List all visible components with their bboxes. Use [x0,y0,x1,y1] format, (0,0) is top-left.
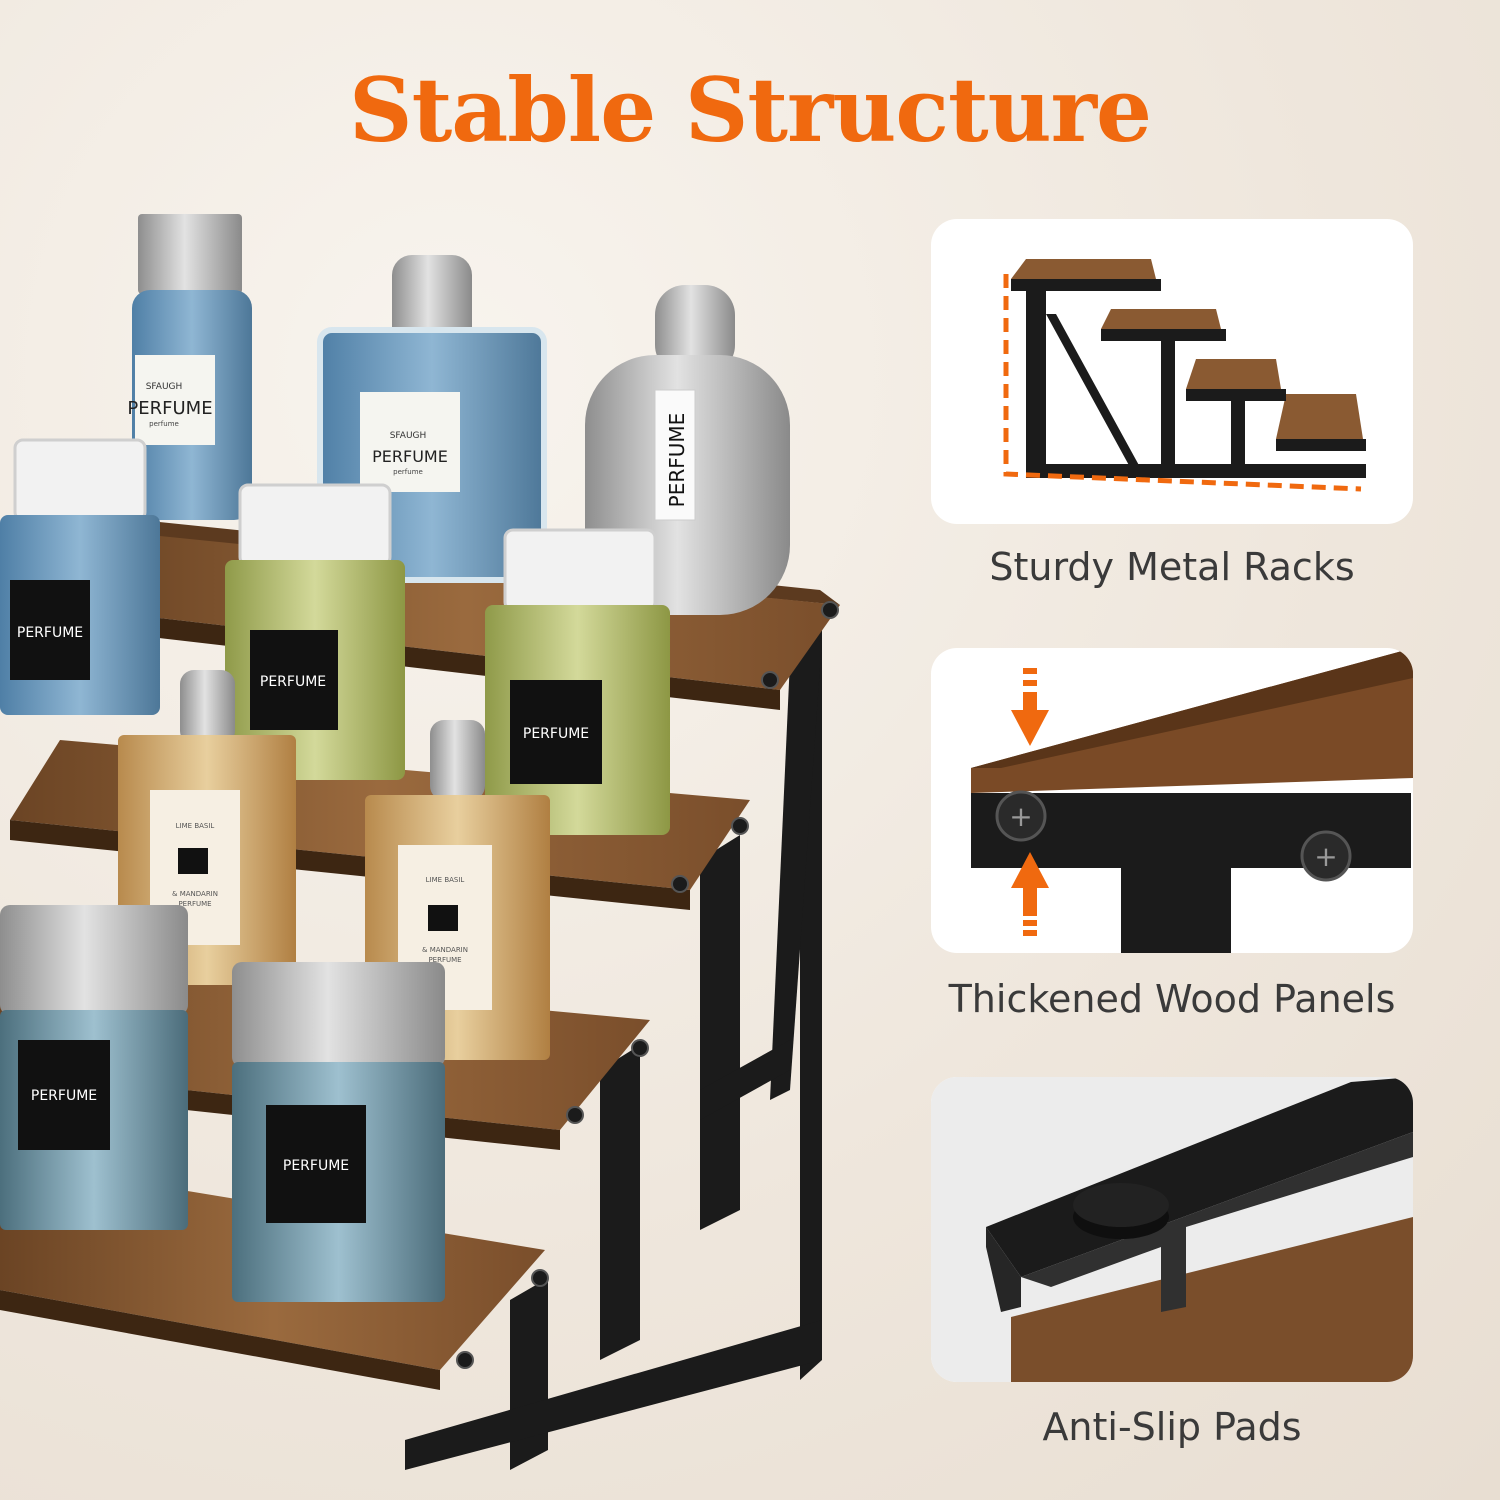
feature-card-racks [931,219,1413,524]
bottle-blue-tall: SFAUGH PERFUME perfume [127,214,252,520]
bottle-line: LIME BASIL [426,876,465,884]
bottle-small: perfume [149,420,179,428]
feature-caption-wood: Thickened Wood Panels [948,977,1396,1021]
screw-icon: + [1009,800,1032,833]
feature-caption-racks: Sturdy Metal Racks [989,545,1355,589]
headline: Stable Structure [349,58,1152,162]
bottle-label: PERFUME [283,1158,349,1174]
bottle-label: PERFUME [31,1088,97,1104]
bottle-label: PERFUME [260,674,326,690]
screw-icon: + [1314,840,1337,873]
bottle-label: PERFUME [17,625,83,641]
bottle-brand: SFAUGH [146,382,183,392]
shelf-screws [456,601,839,1369]
rack-outline-illustration [1003,259,1366,492]
bottle-label: PERFUME [523,726,589,742]
bottle-label: PERFUME [372,447,448,466]
feature-card-pads [931,1077,1413,1382]
bottle-green-right: PERFUME [485,528,670,835]
bottle-line: PERFUME [428,956,461,964]
bottle-clear-blue-left: PERFUME [0,438,160,715]
bottle-line: & MANDARIN [172,890,218,898]
thickness-arrows-illustration: + + [971,648,1413,953]
bottle-small: perfume [393,468,423,476]
product-scene: SFAUGH PERFUME perfume SFAUGH PERFUME pe… [0,214,840,1470]
bottle-teal-right: PERFUME [232,962,445,1302]
feature-card-wood: + + [931,648,1413,953]
bottle-label: PERFUME [665,413,689,508]
bottle-green-center: PERFUME [225,483,405,780]
bottle-line: LIME BASIL [176,822,215,830]
bottle-line: PERFUME [178,900,211,908]
feature-caption-pads: Anti-Slip Pads [1042,1405,1302,1449]
bottle-teal-left: PERFUME [0,905,188,1230]
rubber-pad-illustration [931,1077,1413,1382]
bottle-line: & MANDARIN [422,946,468,954]
bottle-brand: SFAUGH [390,431,427,441]
metal-side-frame [405,630,822,1470]
bottle-label: PERFUME [127,398,212,419]
